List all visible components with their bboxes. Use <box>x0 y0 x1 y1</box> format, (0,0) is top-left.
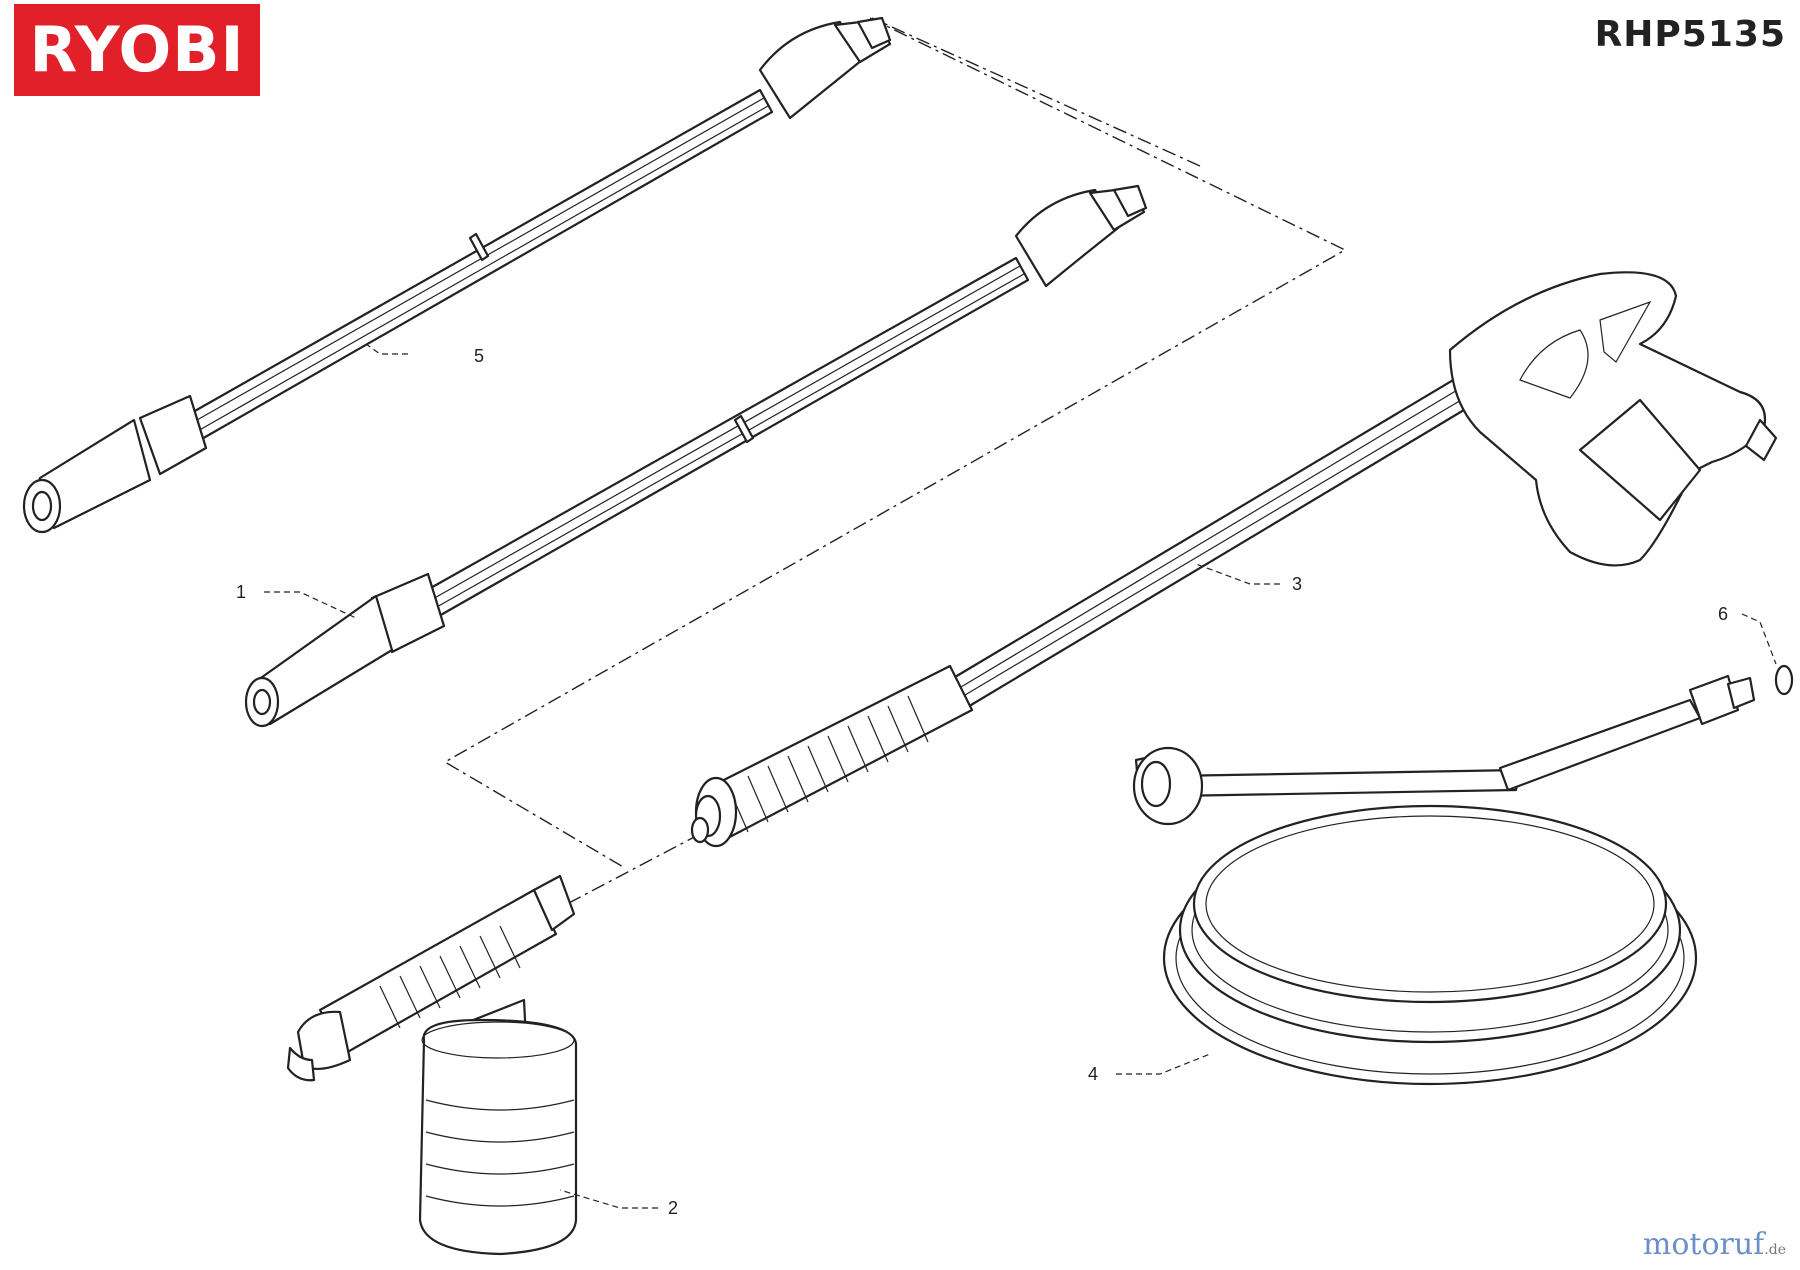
bellows-grip <box>727 695 929 833</box>
callout-2: 2 <box>668 1198 678 1218</box>
o-ring-6 <box>1774 664 1794 696</box>
callout-leaders <box>264 343 1777 1209</box>
foam-bottle-2 <box>286 874 578 1256</box>
callout-5: 5 <box>474 346 484 366</box>
callout-6: 6 <box>1718 604 1728 624</box>
watermark-tld: .de <box>1764 1242 1786 1258</box>
assembly-guide-lines <box>443 17 1347 906</box>
bottle-grip-ribs <box>379 925 521 1029</box>
callout-3: 3 <box>1292 574 1302 594</box>
watermark: motoruf.de <box>1643 1227 1786 1262</box>
lance-5 <box>22 16 892 534</box>
callout-labels: 5 1 3 4 2 6 <box>236 346 1728 1218</box>
hose-4 <box>1132 674 1756 1086</box>
logo-text: RYOBI <box>29 13 245 86</box>
watermark-name: motoruf <box>1642 1227 1765 1262</box>
ryobi-logo: RYOBI <box>14 4 260 96</box>
lance-1 <box>244 184 1148 728</box>
callout-1: 1 <box>236 582 246 602</box>
model-number: RHP5135 <box>1594 14 1786 55</box>
callout-4: 4 <box>1088 1064 1098 1084</box>
spray-gun-3 <box>690 271 1778 848</box>
